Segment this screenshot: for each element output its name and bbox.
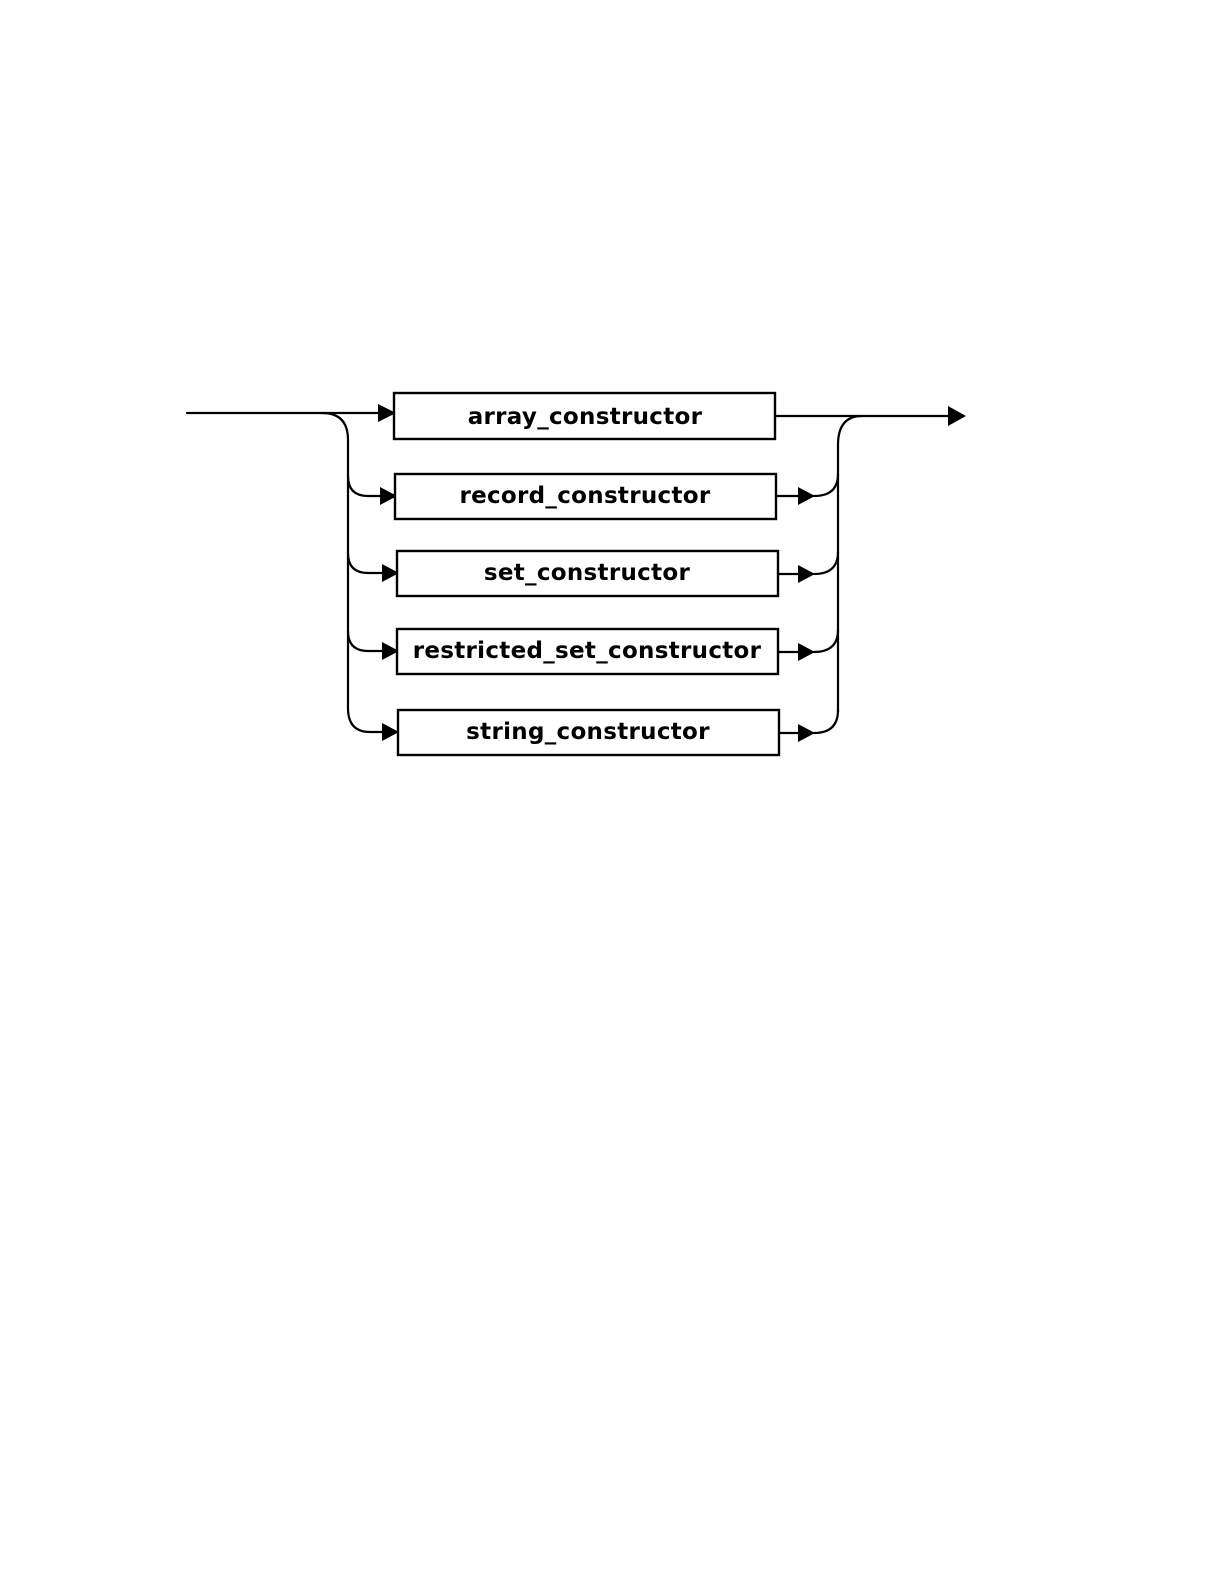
branch-exit-curve	[812, 550, 840, 576]
set-constructor-node: set_constructor	[395, 549, 780, 598]
restricted-set-constructor-node: restricted_set_constructor	[395, 627, 780, 676]
branch-exit-arrow	[798, 643, 815, 661]
record-constructor-node: record_constructor	[393, 472, 778, 521]
branch-entry-arrow	[382, 642, 399, 660]
node-label: record_constructor	[459, 483, 710, 509]
node-label: set_constructor	[484, 560, 691, 586]
branch-entry-line	[346, 629, 386, 653]
entry-arrow	[378, 404, 396, 422]
right-merge-curve	[836, 414, 864, 447]
node-box	[392, 391, 777, 441]
branch-exit-arrow	[798, 487, 815, 505]
branch-entry-arrow	[380, 487, 397, 505]
branch-entry-line	[346, 706, 386, 734]
branch-exit-curve	[812, 472, 840, 498]
branch-exit-arrow	[798, 565, 815, 583]
array-constructor-node: array_constructor	[392, 391, 777, 441]
exit-arrow	[948, 406, 966, 426]
branch-exit-curve	[812, 708, 840, 735]
node-label: string_constructor	[466, 719, 710, 745]
string-constructor-node: string_constructor	[396, 708, 781, 757]
left-branch-curve	[320, 411, 350, 442]
branch-entry-line	[346, 551, 386, 575]
branch-entry-arrow	[382, 564, 399, 582]
node-label: array_constructor	[468, 404, 703, 430]
node-box	[396, 708, 781, 757]
branch-exit-curve	[812, 628, 840, 654]
branch-exit-arrow	[798, 724, 815, 742]
branch-entry-line	[346, 474, 384, 498]
branch-entry-arrow	[382, 723, 399, 741]
node-label: restricted_set_constructor	[413, 638, 762, 664]
node-box	[395, 627, 780, 676]
